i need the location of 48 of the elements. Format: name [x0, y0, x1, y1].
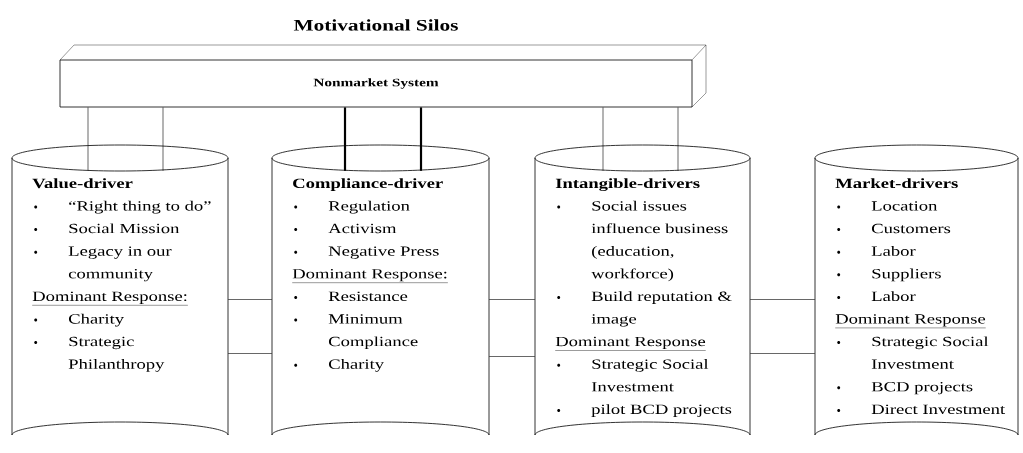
connector-line	[227, 353, 273, 354]
bullet-item: Negative Press	[294, 246, 439, 259]
connector-line	[343, 107, 347, 171]
section-heading: Dominant Response	[835, 314, 986, 329]
title: Motivational Silos	[293, 19, 458, 31]
connector-line	[488, 299, 536, 300]
connector-line	[488, 356, 536, 357]
bullet-item: Suppliers	[837, 268, 941, 282]
silo-cylinder	[11, 144, 229, 436]
bullet-item: Build reputation & image	[557, 291, 732, 327]
bullet-item: Labor	[837, 291, 916, 302]
connector-line	[87, 107, 89, 172]
bullet-item: Regulation	[294, 200, 410, 214]
connector-line	[749, 299, 816, 300]
silo-heading: Market-drivers	[835, 178, 958, 189]
bullet-item: Labor	[837, 246, 916, 256]
bullet-item: Customers	[837, 223, 951, 234]
bullet-item: “Right thing to do”	[34, 200, 211, 214]
section-heading: Dominant Response	[555, 336, 706, 351]
silo-cylinder	[271, 144, 490, 436]
connector-line	[602, 107, 604, 172]
connector-line	[677, 107, 679, 172]
nonmarket-bar: Nonmarket System	[59, 44, 707, 108]
connector-line	[227, 299, 273, 300]
bullet-item: Charity	[34, 313, 124, 327]
bullet-item: Charity	[294, 359, 384, 372]
bullet-item: Resistance	[294, 291, 408, 302]
bullet-item: Strategic Social Investment	[837, 336, 989, 369]
section-heading: Dominant Response:	[292, 269, 449, 283]
bullet-item: Minimum Compliance	[294, 314, 418, 350]
silo-heading: Compliance-driver	[293, 178, 443, 191]
bullet-item: Direct Investment	[837, 404, 1006, 415]
connector-line	[162, 107, 164, 172]
connector-line	[419, 107, 423, 171]
bullet-item: pilot BCD projects	[557, 404, 732, 417]
bullet-item: Social issues influence business (education, workforce)	[557, 200, 728, 282]
bullet-item: Strategic Philanthropy	[34, 336, 165, 372]
bullet-item: Activism	[294, 223, 397, 234]
silo-heading: Value-driver	[32, 178, 133, 189]
bullet-item: Legacy in our community	[34, 246, 172, 282]
silo-cylinder	[534, 144, 751, 436]
connector-line	[749, 353, 816, 354]
silo-heading: Intangible-drivers	[555, 178, 700, 191]
section-heading: Dominant Response:	[32, 291, 189, 306]
silo-cylinder	[814, 144, 1019, 436]
bullet-item: Location	[837, 201, 938, 211]
bullet-item: BCD projects	[837, 382, 973, 395]
bullet-item: Social Mission	[34, 223, 180, 234]
